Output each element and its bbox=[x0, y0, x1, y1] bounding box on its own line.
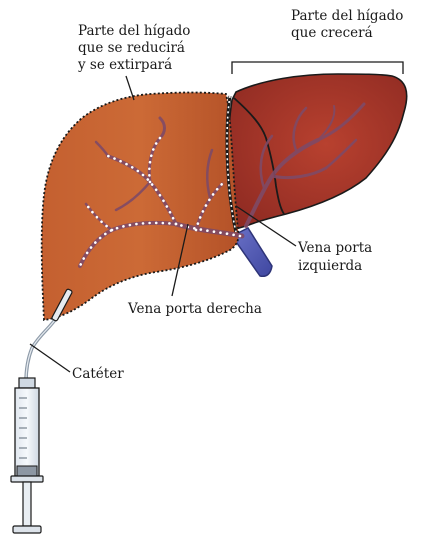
syringe bbox=[10, 377, 44, 534]
liver-right-lobe bbox=[40, 91, 240, 322]
left-lobe-vessels bbox=[244, 102, 366, 228]
label-right-portal-vein: Vena porta derecha bbox=[127, 301, 262, 317]
label-growing-liver-part: Parte del hígado que crecerá bbox=[291, 8, 408, 41]
embolization-beads bbox=[78, 136, 242, 268]
label-left-portal-vein: Vena porta izquierda bbox=[297, 240, 377, 274]
label-reduced-liver-part: Parte del hígado que se reducirá y se ex… bbox=[77, 23, 195, 73]
lobe-divider bbox=[233, 97, 285, 215]
catheter bbox=[24, 288, 73, 384]
leader-lines bbox=[29, 61, 404, 373]
portal-vein-trunk bbox=[230, 227, 273, 278]
label-catheter: Catéter bbox=[72, 366, 124, 382]
